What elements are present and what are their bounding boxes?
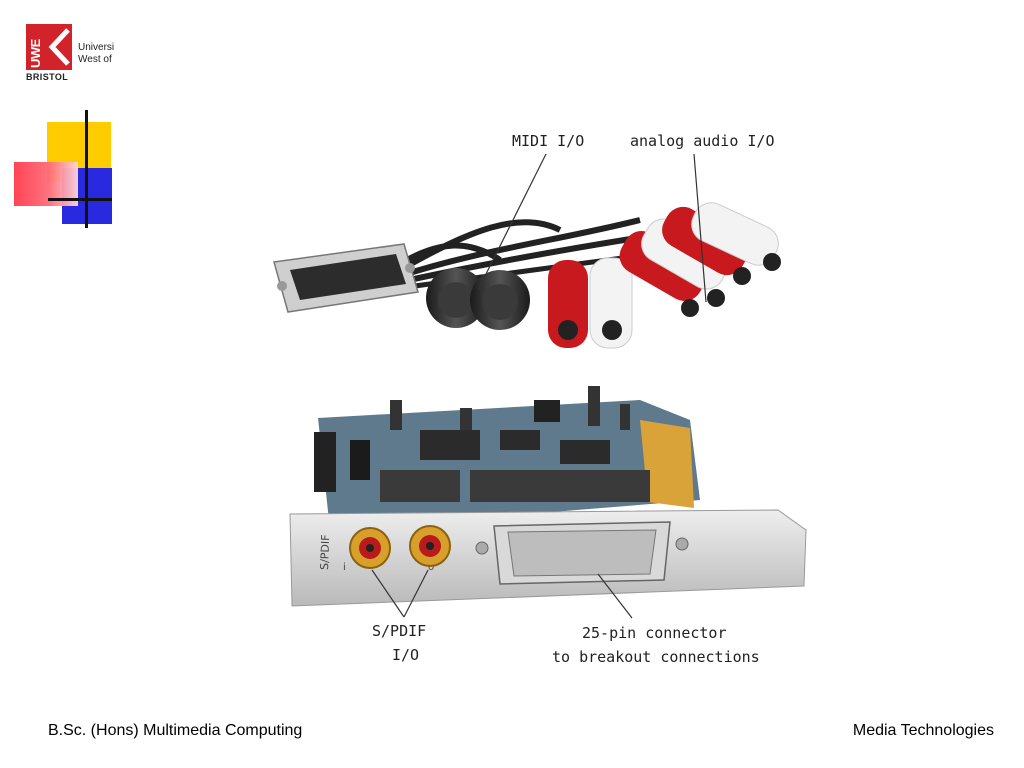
analog-audio-io-label: analog audio I/O (630, 132, 775, 150)
horizontal-line (48, 198, 112, 201)
vertical-line (85, 110, 88, 228)
logo-line-2: West of England (78, 54, 114, 65)
bracket-o-text: o (428, 562, 434, 573)
logo-emblem: UWE (26, 24, 72, 70)
db25-female-connector (475, 521, 689, 585)
logo-uwe-text: UWE (28, 39, 43, 68)
logo-line-1: University of the (78, 42, 114, 53)
sound-card-illustration: MIDI I/O analog audio I/O S/PDIF i o (273, 132, 807, 666)
logo-bristol: BRISTOL (26, 72, 69, 82)
pin-connector-label-line-1: 25-pin connector (582, 624, 727, 642)
bracket-i-text: i (343, 562, 346, 573)
pci-sound-card (314, 386, 700, 530)
midi-din-plugs (426, 268, 530, 330)
spdif-label-line-1: S/PDIF (372, 622, 426, 640)
midi-io-label: MIDI I/O (512, 132, 584, 150)
spdif-jacks (349, 525, 451, 569)
footer-module-title: Media Technologies (852, 722, 994, 739)
decorative-squares (14, 110, 114, 230)
footer-course-title: B.Sc. (Hons) Multimedia Computing (48, 722, 303, 739)
db25-connector (273, 243, 419, 313)
bracket-spdif-text: S/PDIF (318, 534, 332, 570)
university-logo: UWE University of the West of England BR… (26, 24, 166, 86)
card-bracket: S/PDIF i o (289, 509, 807, 607)
pin-connector-label-line-2: to breakout connections (552, 648, 760, 666)
breakout-cable (273, 202, 781, 349)
logo-arrow-icon (48, 28, 70, 66)
logo-university-name: University of the West of England (78, 42, 114, 66)
spdif-label-line-2: I/O (392, 646, 419, 664)
rca-plugs (548, 202, 781, 349)
